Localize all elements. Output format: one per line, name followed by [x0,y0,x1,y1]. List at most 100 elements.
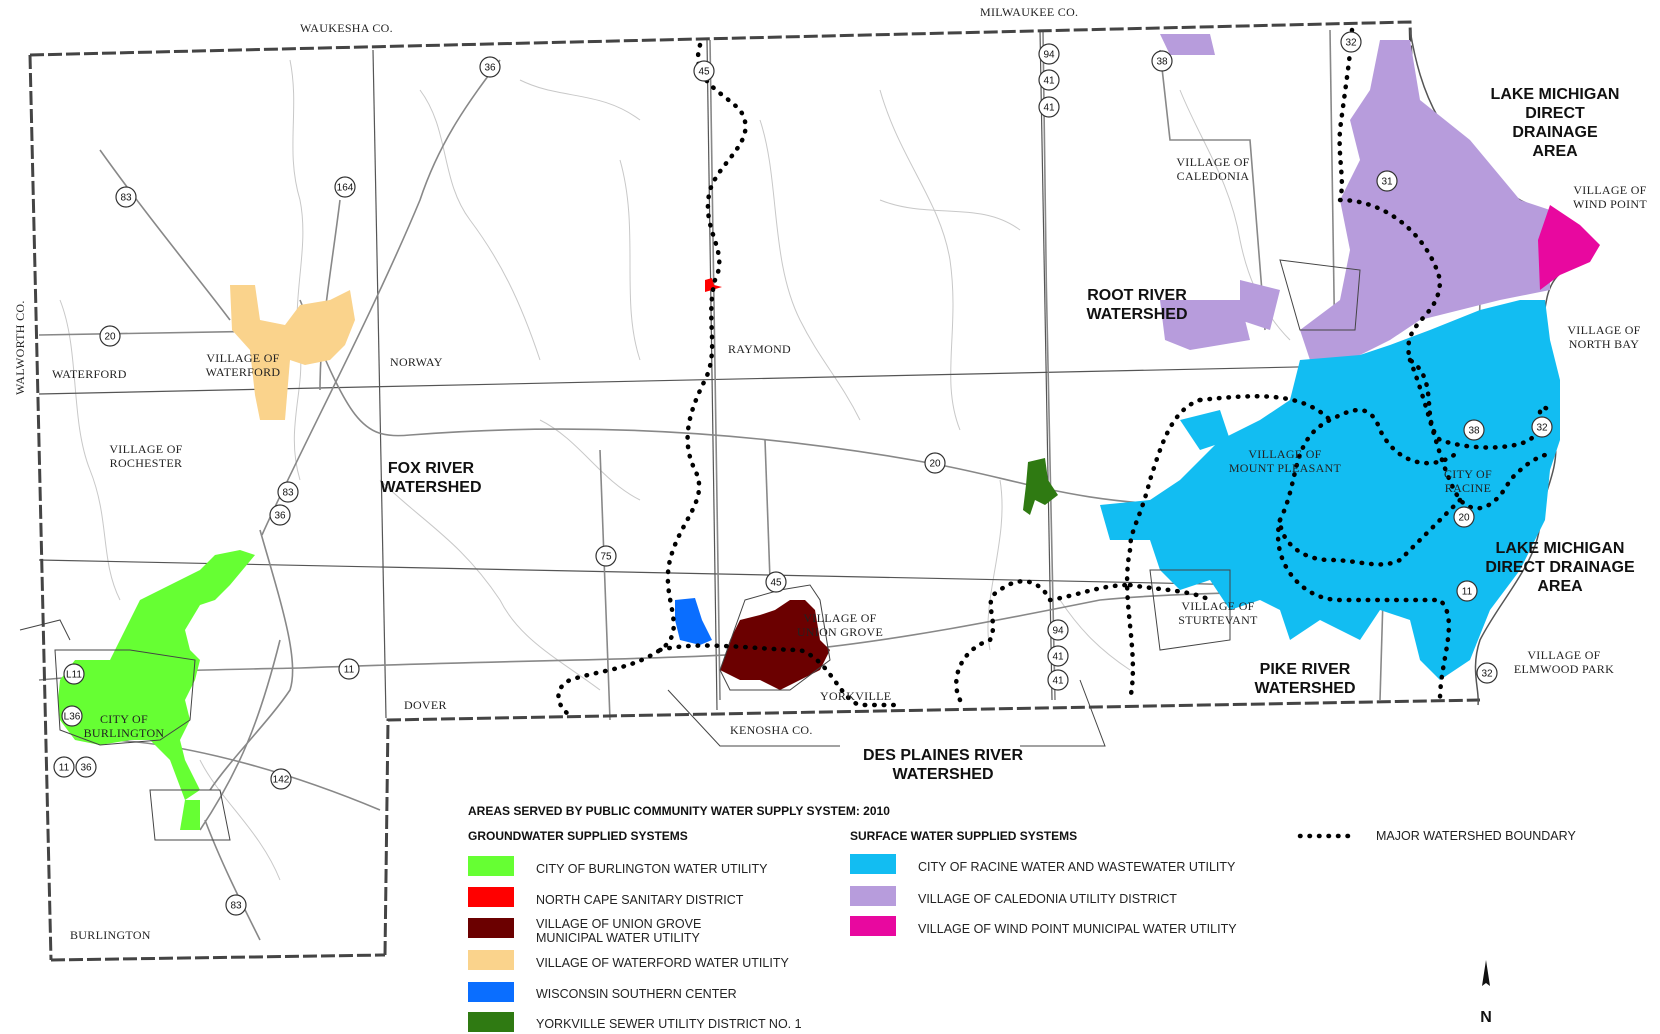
swatch-racine [850,854,896,874]
legend-wisconsin-southern: WISCONSIN SOUTHERN CENTER [536,987,737,1001]
shield-number: 41 [1043,76,1055,87]
highway-shield-s94: 94 [1038,43,1060,65]
watershed-boundaries [556,27,1553,718]
area-waterford [230,285,355,420]
shield-number: 20 [1458,513,1470,524]
ws-lm-south-l3: AREA [1537,578,1583,595]
area-caledonia [1160,34,1550,360]
place-north-bay-l2: NORTH BAY [1569,337,1640,351]
legend-title: AREAS SERVED BY PUBLIC COMMUNITY WATER S… [468,804,890,818]
place-sturtevant-l2: STURTEVANT [1178,613,1258,627]
ws-lm-south-l1: LAKE MICHIGAN [1496,540,1625,557]
area-north-cape [705,278,722,292]
legend-union-grove-l2: MUNICIPAL WATER UTILITY [536,931,701,945]
highway-shield-s94b: 94 [1047,619,1069,641]
shield-number: 41 [1052,652,1064,663]
shield-number: 41 [1052,676,1064,687]
legend-surface-heading: SURFACE WATER SUPPLIED SYSTEMS [850,829,1077,843]
highway-shield-s11c: 11 [53,756,75,778]
shield-circle [1456,580,1478,602]
shield-circle [1453,506,1475,528]
town-label-norway: NORWAY [390,355,443,369]
ws-lm-north-l3: DRAINAGE [1512,124,1598,141]
shield-circle [1376,170,1398,192]
highway-shield-s32a: 32 [1340,31,1362,53]
legend-burlington: CITY OF BURLINGTON WATER UTILITY [536,862,768,876]
highway-shield-s83a: 83 [115,186,137,208]
shield-number: 83 [282,488,294,499]
highway-shield-s83b: 83 [277,481,299,503]
ws-lm-north-l4: AREA [1532,143,1578,160]
county-boundary [28,20,1481,962]
shield-number: 31 [1381,177,1393,188]
town-label-waterford: WATERFORD [52,367,127,381]
north-arrow-icon [1482,960,1490,986]
place-caledonia-l2: CALEDONIA [1177,169,1250,183]
shield-circle [53,756,75,778]
watershed-labels: FOX RIVER WATERSHED ROOT RIVER WATERSHED… [380,86,1635,783]
place-burlington-l2: BURLINGTON [84,726,165,740]
shield-circle [765,571,787,593]
legend-caledonia: VILLAGE OF CALEDONIA UTILITY DISTRICT [918,892,1177,906]
swatch-wind-point [850,916,896,936]
shield-circle [63,663,85,685]
shield-number: 45 [698,67,710,78]
shield-circle [1038,96,1060,118]
highway-shield-sL36: L36 [61,705,83,727]
legend: AREAS SERVED BY PUBLIC COMMUNITY WATER S… [468,804,1576,1032]
town-label-yorkville: YORKVILLE [820,689,891,703]
shield-circle [1340,31,1362,53]
shield-number: 94 [1043,50,1055,61]
highway-shield-s31: 31 [1376,170,1398,192]
shield-number: 142 [273,775,290,786]
shield-circle [1047,669,1069,691]
ws-fox-l2: WATERSHED [380,479,481,496]
legend-racine: CITY OF RACINE WATER AND WASTEWATER UTIL… [918,860,1236,874]
highway-shield-s38b: 38 [1463,419,1485,441]
highway-shield-sL11: L11 [63,663,85,685]
shield-circle [269,504,291,526]
legend-yorkville: YORKVILLE SEWER UTILITY DISTRICT NO. 1 [536,1017,802,1031]
highway-shield-s83c: 83 [225,894,247,916]
place-north-bay-l1: VILLAGE OF [1567,323,1640,337]
legend-waterford: VILLAGE OF WATERFORD WATER UTILITY [536,956,789,970]
ws-lm-north-l2: DIRECT [1525,105,1585,122]
highway-shield-s41b: 41 [1038,96,1060,118]
shield-number: L11 [66,670,82,681]
county-label-waukesha: WAUKESHA CO. [300,21,393,35]
ws-root-l1: ROOT RIVER [1087,287,1187,304]
ws-pike-l2: WATERSHED [1254,680,1355,697]
place-wind-point-l2: WIND POINT [1573,197,1647,211]
highway-shield-s164: 164 [334,176,356,198]
shield-number: 38 [1468,426,1480,437]
shield-circle [693,60,715,82]
swatch-caledonia [850,886,896,906]
highway-shield-s32c: 32 [1476,662,1498,684]
highway-shield-s75: 75 [595,545,617,567]
shield-circle [479,56,501,78]
shield-circle [338,658,360,680]
area-wind-point [1538,205,1600,290]
swatch-wisconsin-southern [468,982,514,1002]
shield-number: 11 [1462,587,1473,598]
shield-number: 38 [1156,57,1168,68]
place-union-grove-l1: VILLAGE OF [803,611,876,625]
ws-pike-l1: PIKE RIVER [1260,661,1351,678]
ws-root-l2: WATERSHED [1086,306,1187,323]
highway-shield-s41a: 41 [1038,69,1060,91]
town-label-dover: DOVER [404,698,447,712]
shield-number: 36 [274,511,286,522]
highway-shield-s38a: 38 [1151,50,1173,72]
shield-number: 20 [929,459,941,470]
north-arrow: N [1480,960,1492,1026]
swatch-waterford [468,950,514,970]
legend-union-grove-l1: VILLAGE OF UNION GROVE [536,917,701,931]
highway-shield-s32b: 32 [1531,416,1553,438]
shield-circle [595,545,617,567]
legend-watershed-boundary: MAJOR WATERSHED BOUNDARY [1376,829,1576,843]
town-label-raymond: RAYMOND [728,342,791,356]
place-rochester-l2: ROCHESTER [110,456,183,470]
legend-wind-point: VILLAGE OF WIND POINT MUNICIPAL WATER UT… [918,922,1237,936]
shield-circle [1038,43,1060,65]
